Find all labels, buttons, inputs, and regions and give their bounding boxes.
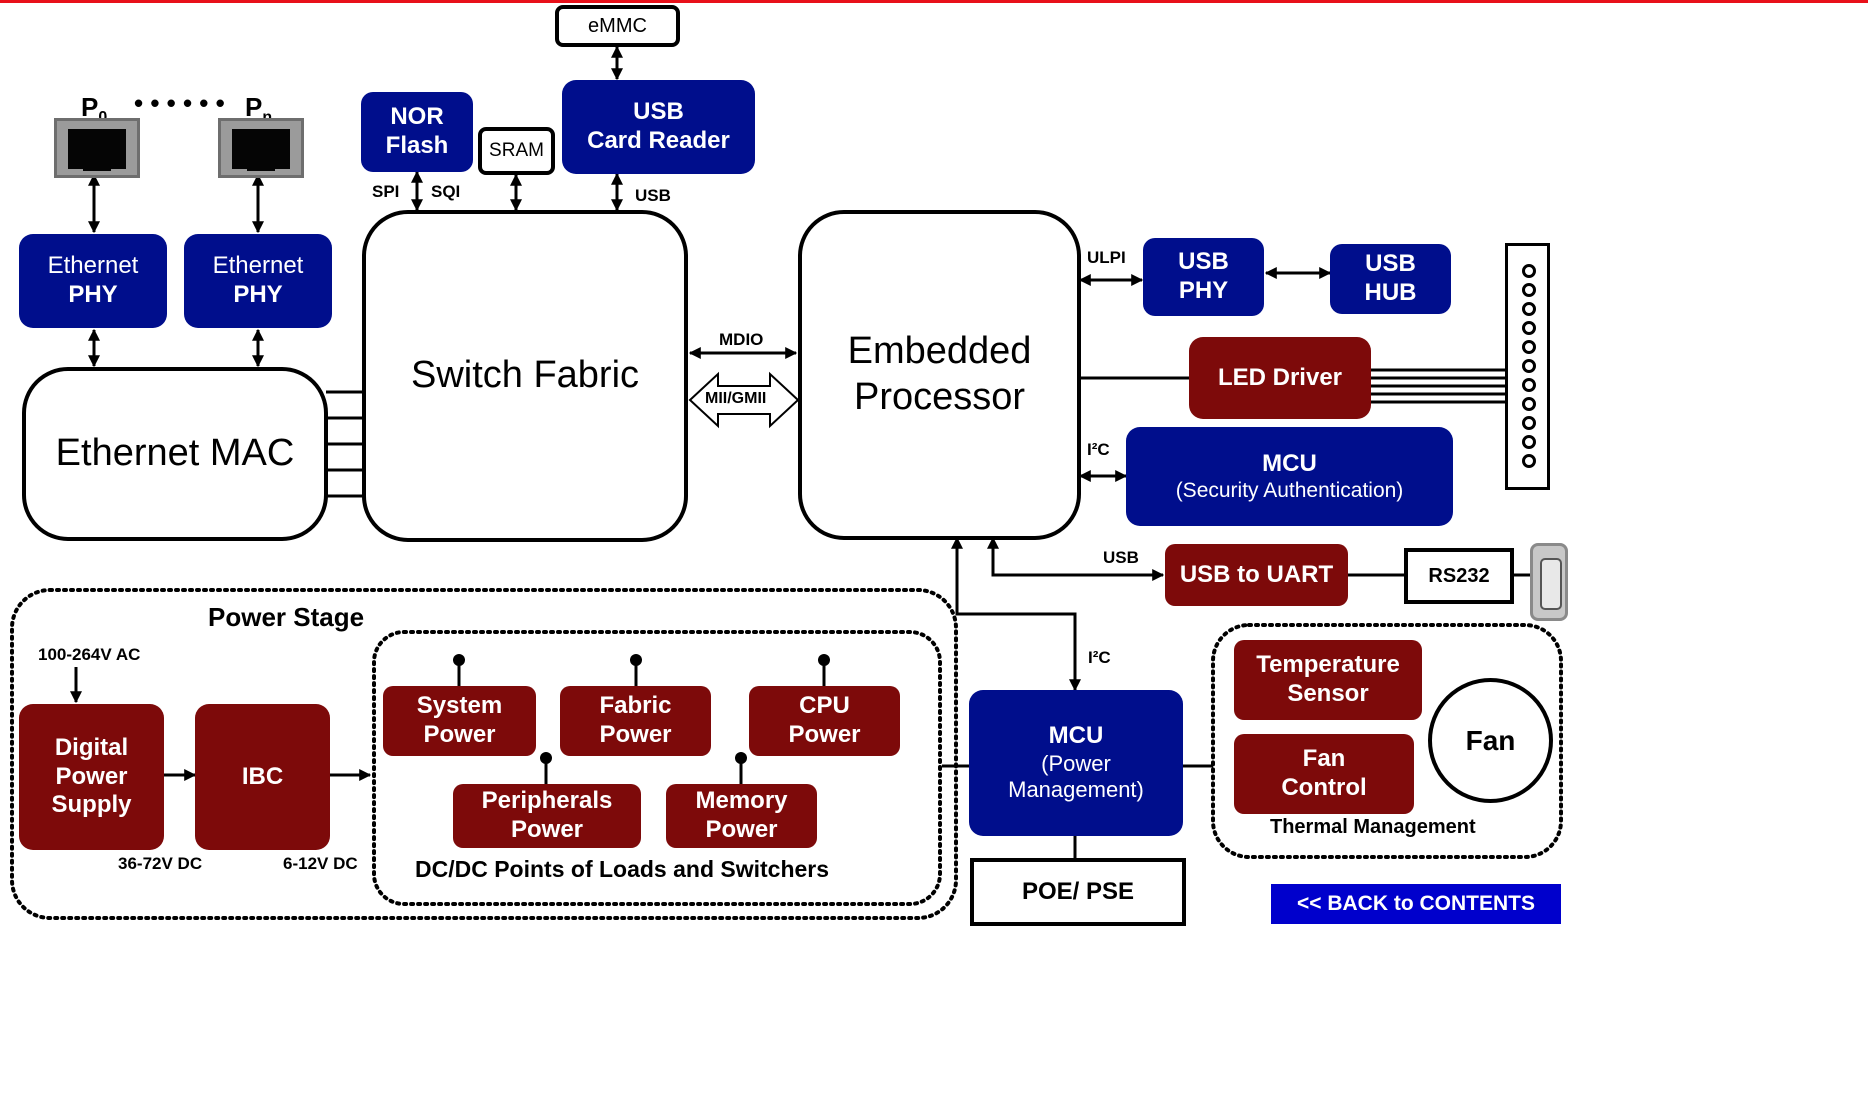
ethernet-phy-1-block: Ethernet PHY (19, 234, 167, 328)
power-stage-title: Power Stage (208, 602, 365, 632)
back-to-contents-button[interactable]: << BACK to CONTENTS (1271, 884, 1561, 924)
switch-fabric-block: Switch Fabric (362, 210, 688, 542)
port-dots: • • • • • • (134, 88, 225, 118)
ibc-block: IBC (195, 704, 330, 850)
usb-card-label: USB (635, 186, 671, 205)
ulpi-label: ULPI (1087, 248, 1126, 267)
mcu-power-management-block: MCU (Power Management) (969, 690, 1183, 836)
rj45-port-0-icon (54, 118, 140, 178)
poe-pse-block: POE/ PSE (970, 858, 1186, 926)
ethernet-phy-2-block: Ethernet PHY (184, 234, 332, 328)
ac-input-label: 100-264V AC (38, 645, 141, 664)
digital-power-supply-block: Digital Power Supply (19, 704, 164, 850)
mdio-label: MDIO (719, 330, 764, 349)
port-p0-label: P0 (81, 92, 107, 126)
top-accent-bar (0, 0, 1868, 3)
sram-block: SRAM (478, 127, 555, 175)
usb-uart-label: USB (1103, 548, 1139, 567)
rj45-port-n-icon (218, 118, 304, 178)
emmc-block: eMMC (555, 5, 680, 47)
ethernet-mac-block: Ethernet MAC (22, 367, 328, 541)
mii-gmii-label: MII/GMII (705, 390, 767, 407)
thermal-management-title: Thermal Management (1270, 816, 1476, 838)
port-pn-label: Pn (245, 92, 272, 126)
led-header-connector-icon (1505, 243, 1550, 490)
db9-serial-connector-icon (1530, 543, 1568, 621)
led-driver-block: LED Driver (1189, 337, 1371, 419)
mcu-security-block: MCU (Security Authentication) (1126, 427, 1453, 526)
usb-to-uart-block: USB to UART (1165, 544, 1348, 606)
i2c-power-label: I²C (1088, 648, 1111, 667)
spi-label: SPI (372, 182, 400, 201)
rs232-block: RS232 (1404, 548, 1514, 604)
i2c-security-label: I²C (1087, 440, 1110, 459)
fan-icon: Fan (1428, 678, 1553, 803)
sqi-label: SQI (431, 182, 461, 201)
dc-6-12-label: 6-12V DC (283, 854, 358, 873)
dcdc-title: DC/DC Points of Loads and Switchers (415, 856, 830, 882)
dc-36-72-label: 36-72V DC (118, 854, 203, 873)
